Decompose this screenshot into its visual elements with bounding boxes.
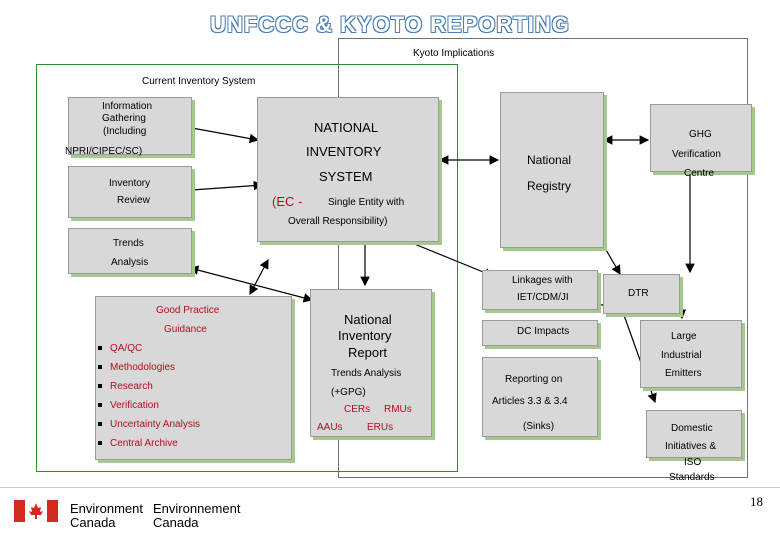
nir-title-1: National: [344, 312, 392, 327]
dc-impacts-label: DC Impacts: [517, 326, 570, 337]
trends-line-1: Trends: [113, 238, 144, 249]
good-practice-box: Good Practice Guidance QA/QC Methodologi…: [95, 296, 292, 460]
domestic-line-1: Domestic: [671, 423, 713, 434]
page-number: 18: [750, 494, 763, 509]
gp-item-uncertainty: Uncertainty Analysis: [98, 419, 200, 430]
nis-overall: Overall Responsibility): [288, 216, 388, 227]
logo-environment-fr: Environnement: [153, 501, 241, 516]
dc-impacts-box: DC Impacts: [482, 320, 598, 346]
info-gathering-line-1: Information: [102, 101, 153, 112]
nir-title-3: Report: [348, 345, 388, 360]
national-inventory-report-box: National Inventory Report Trends Analysi…: [310, 289, 432, 437]
reporting-line-3: (Sinks): [523, 421, 555, 432]
ghg-line-1: GHG: [689, 129, 712, 140]
bullet-icon: [98, 422, 102, 427]
arrow-info-to-system: [191, 127, 260, 144]
nis-ec: (EC -: [272, 194, 303, 209]
canada-flag-icon: [14, 500, 58, 522]
nir-aaus: AAUs: [317, 422, 343, 433]
info-gathering-line-3: (Including: [103, 126, 147, 137]
national-inventory-system-box: NATIONAL INVENTORY SYSTEM (EC - Single E…: [257, 97, 439, 242]
footer: Environment Canada Environnement Canada …: [0, 487, 780, 541]
ghg-line-3: Centre: [684, 168, 715, 179]
logo-canada-en: Canada: [70, 515, 116, 530]
arrow-registry-dtr: [604, 247, 621, 276]
lie-line-1: Large: [671, 331, 697, 342]
bullet-icon: [98, 346, 102, 351]
trends-analysis-box: Trends Analysis: [68, 228, 192, 274]
domestic-line-4: Standards: [669, 472, 715, 483]
lie-line-3: Emitters: [665, 368, 702, 379]
domestic-initiatives-box: Domestic Initiatives &: [646, 410, 742, 458]
nir-trends: Trends Analysis: [331, 368, 402, 379]
information-gathering-box: Information Gathering (Including NPRI/CI…: [65, 97, 192, 157]
info-gathering-line-4: NPRI/CIPEC/SC): [65, 146, 143, 157]
nis-line-2: INVENTORY: [306, 144, 382, 159]
bullet-icon: [98, 403, 102, 408]
linkages-line-2: IET/CDM/JI: [517, 292, 569, 303]
registry-line-2: Registry: [527, 179, 572, 193]
gp-item-archive: Central Archive: [98, 438, 178, 449]
nir-cers: CERs: [344, 404, 371, 415]
gp-item-verification: Verification: [98, 400, 159, 411]
inventory-review-box: Inventory Review: [68, 166, 192, 218]
info-gathering-line-2: Gathering: [102, 113, 146, 124]
arrow-system-linkages: [411, 242, 495, 278]
logo-canada-fr: Canada: [153, 515, 199, 530]
nir-gpg: (+GPG): [331, 387, 366, 398]
ghg-verification-box: GHG Verification Centre: [650, 104, 752, 179]
trends-line-2: Analysis: [111, 257, 149, 268]
nir-title-2: Inventory: [338, 328, 392, 343]
nis-line-3: SYSTEM: [319, 169, 373, 184]
registry-line-1: National: [527, 153, 572, 167]
inventory-review-line-1: Inventory: [109, 178, 151, 189]
nir-erus: ERUs: [367, 422, 394, 433]
reporting-box: Reporting on Articles 3.3 & 3.4 (Sinks): [482, 357, 598, 437]
national-registry-box: National Registry: [500, 92, 604, 248]
linkages-box: Linkages with IET/CDM/JI: [482, 270, 598, 310]
dtr-label: DTR: [628, 288, 649, 299]
domestic-line-3: ISO: [684, 457, 702, 468]
kyoto-implications-frame: [338, 38, 748, 478]
diagram-title: UNFCCC & KYOTO REPORTING: [210, 12, 570, 37]
arrow-review-to-system: [191, 180, 264, 191]
gp-item-methodologies: Methodologies: [98, 362, 175, 373]
large-emitters-box: Large Industrial Emitters: [640, 320, 742, 388]
arrow-dtr-large: [676, 293, 687, 320]
bullet-icon: [98, 365, 102, 370]
lie-line-2: Industrial: [661, 350, 702, 361]
nis-single-entity: Single Entity with: [328, 197, 405, 208]
nir-rmus: RMUs: [384, 404, 412, 415]
reporting-line-1: Reporting on: [505, 374, 563, 385]
gp-item-qaqc: QA/QC: [98, 343, 142, 354]
current-inventory-frame: [36, 64, 458, 472]
dtr-box: DTR: [603, 274, 680, 314]
arrow-trends-nir: [188, 265, 314, 303]
nis-line-1: NATIONAL: [314, 120, 379, 135]
gp-title-1: Good Practice: [156, 305, 220, 316]
domestic-line-2: Initiatives &: [665, 441, 717, 452]
arrow-system-goodpractice: [249, 258, 269, 296]
current-inventory-label: Current Inventory System: [142, 76, 256, 87]
logo-environment-en: Environment: [70, 501, 143, 516]
ghg-line-2: Verification: [672, 149, 721, 160]
linkages-line-1: Linkages with: [512, 275, 573, 286]
gp-title-2: Guidance: [164, 324, 207, 335]
kyoto-implications-label: Kyoto Implications: [413, 48, 495, 59]
gp-item-research: Research: [98, 381, 153, 392]
bullet-icon: [98, 384, 102, 389]
reporting-line-2: Articles 3.3 & 3.4: [492, 396, 568, 407]
inventory-review-line-2: Review: [117, 195, 150, 206]
bullet-icon: [98, 441, 102, 446]
